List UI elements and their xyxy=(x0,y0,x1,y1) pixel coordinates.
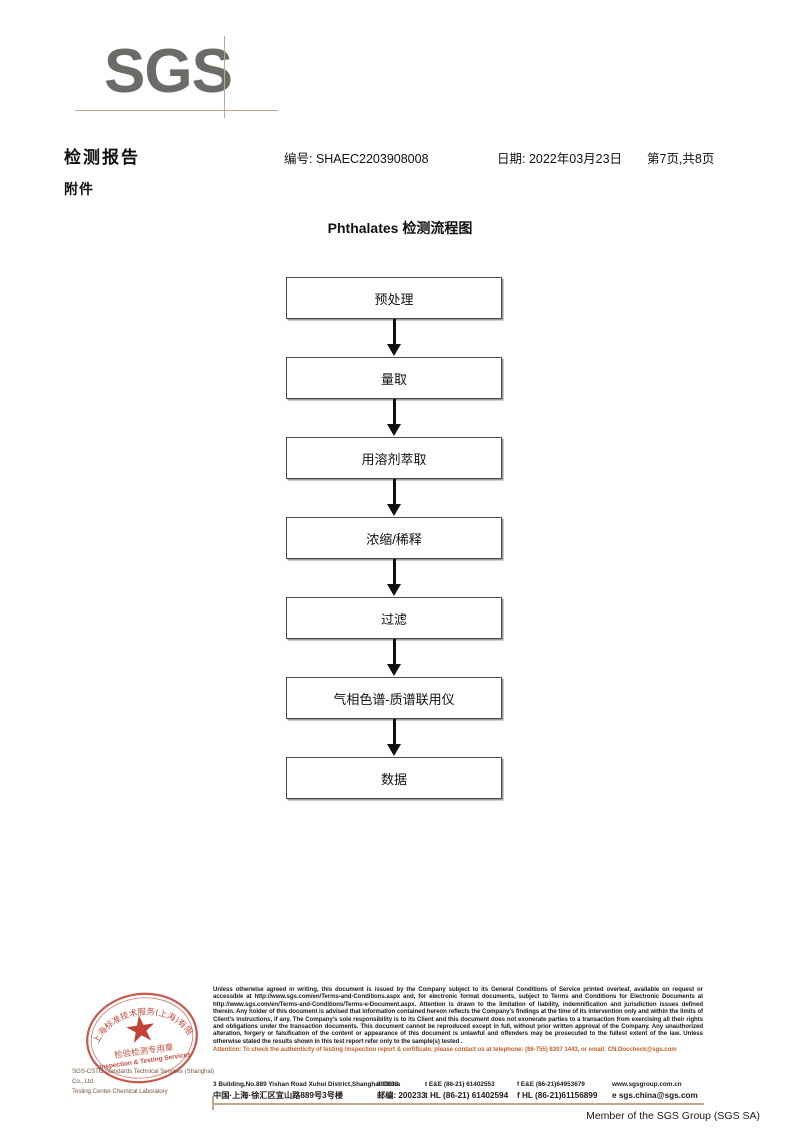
sgs-logo-text: SGS xyxy=(104,37,233,106)
flow-step-7: 数据 xyxy=(286,757,502,799)
page-subtitle: 附件 xyxy=(64,181,94,197)
sgs-logo: SGS xyxy=(104,38,244,116)
address-row-en: 3 Building,No.889 Yishan Road Xuhui Dist… xyxy=(213,1079,705,1090)
website-link[interactable]: www.sgsgroup.com.cn xyxy=(612,1081,682,1088)
flow-box-label: 浓缩/稀释 xyxy=(286,517,502,559)
flow-step-2: 量取 xyxy=(286,357,502,399)
postcode-english: 200233 xyxy=(377,1081,399,1088)
flow-box-label: 预处理 xyxy=(286,277,502,319)
flow-step-3: 用溶剂萃取 xyxy=(286,437,502,479)
page-number: 第7页,共8页 xyxy=(647,152,715,166)
flow-arrow-6 xyxy=(286,719,502,757)
arrow-stem-icon xyxy=(393,479,396,507)
flow-arrow-5 xyxy=(286,639,502,677)
fax-hl-2: f HL (86-21)61156899 xyxy=(517,1091,598,1100)
flow-step-5: 过滤 xyxy=(286,597,502,639)
flow-step-4: 浓缩/稀释 xyxy=(286,517,502,559)
svg-text:上海标准技术服务(上海)有限公司: 上海标准技术服务(上海)有限公司 xyxy=(78,988,195,1053)
fax-ee-2: f E&E (86-21)64953679 xyxy=(517,1081,585,1088)
flow-arrow-2 xyxy=(286,399,502,437)
arrow-stem-icon xyxy=(393,319,396,347)
arrow-head-icon xyxy=(387,504,401,516)
company-name-block: SGS-CSTC Standards Technical Services (S… xyxy=(72,1067,222,1097)
flow-box-label: 数据 xyxy=(286,757,502,799)
arrow-head-icon xyxy=(387,584,401,596)
flow-box-label: 量取 xyxy=(286,357,502,399)
footer-rule xyxy=(212,1103,704,1105)
company-name-line2: Testing Center-Chemical Laboratory xyxy=(72,1088,168,1095)
report-number: 编号: SHAEC2203908008 xyxy=(284,152,429,166)
report-date: 日期: 2022年03月23日 xyxy=(497,152,623,166)
company-seal-stamp: 上海标准技术服务(上海)有限公司 检验检测专用章 Inspection & Te… xyxy=(78,988,206,1088)
arrow-head-icon xyxy=(387,744,401,756)
tel-ee-1: t E&E (86-21) 61402553 xyxy=(425,1081,495,1088)
logo-horizontal-rule xyxy=(75,110,278,111)
arrow-stem-icon xyxy=(393,559,396,587)
arrow-head-icon xyxy=(387,664,401,676)
arrow-head-icon xyxy=(387,344,401,356)
flow-arrow-3 xyxy=(286,479,502,517)
flow-box-label: 过滤 xyxy=(286,597,502,639)
flowchart: 预处理 量取 用溶剂萃取 浓缩/稀释 过滤 xyxy=(286,277,502,799)
flow-box-label: 气相色谱-质谱联用仪 xyxy=(286,677,502,719)
legal-body-text: Unless otherwise agreed in writing, this… xyxy=(213,986,703,1045)
tel-hl-1: t HL (86-21) 61402594 xyxy=(425,1091,509,1100)
member-of-group-line: Member of the SGS Group (SGS SA) xyxy=(586,1110,760,1122)
address-english: 3 Building,No.889 Yishan Road Xuhui Dist… xyxy=(213,1081,401,1088)
arrow-head-icon xyxy=(387,424,401,436)
flow-step-6: 气相色谱-质谱联用仪 xyxy=(286,677,502,719)
logo-vertical-rule xyxy=(224,36,225,118)
flow-arrow-1 xyxy=(286,319,502,357)
flow-arrow-4 xyxy=(286,559,502,597)
address-row-cn: 中国·上海·徐汇区宜山路889号3号楼 邮编: 200233 t HL (86-… xyxy=(213,1090,705,1101)
seal-icon: 上海标准技术服务(上海)有限公司 检验检测专用章 Inspection & Te… xyxy=(78,988,198,1084)
flowchart-title: Phthalates 检测流程图 xyxy=(327,220,473,236)
page-title: 检测报告 xyxy=(64,148,140,167)
attention-notice: Attention: To check the authenticity of … xyxy=(213,1045,677,1053)
address-chinese: 中国·上海·徐汇区宜山路889号3号楼 xyxy=(213,1091,344,1100)
arrow-stem-icon xyxy=(393,399,396,427)
address-block: 3 Building,No.889 Yishan Road Xuhui Dist… xyxy=(213,1079,705,1101)
legal-disclaimer: Unless otherwise agreed in writing, this… xyxy=(213,986,703,1053)
flow-step-1: 预处理 xyxy=(286,277,502,319)
flow-box-label: 用溶剂萃取 xyxy=(286,437,502,479)
email-link[interactable]: e sgs.china@sgs.com xyxy=(612,1091,698,1100)
company-name-line1: SGS-CSTC Standards Technical Services (S… xyxy=(72,1068,214,1085)
postcode-chinese: 邮编: 200233 xyxy=(377,1091,426,1100)
arrow-stem-icon xyxy=(393,639,396,667)
arrow-stem-icon xyxy=(393,719,396,747)
